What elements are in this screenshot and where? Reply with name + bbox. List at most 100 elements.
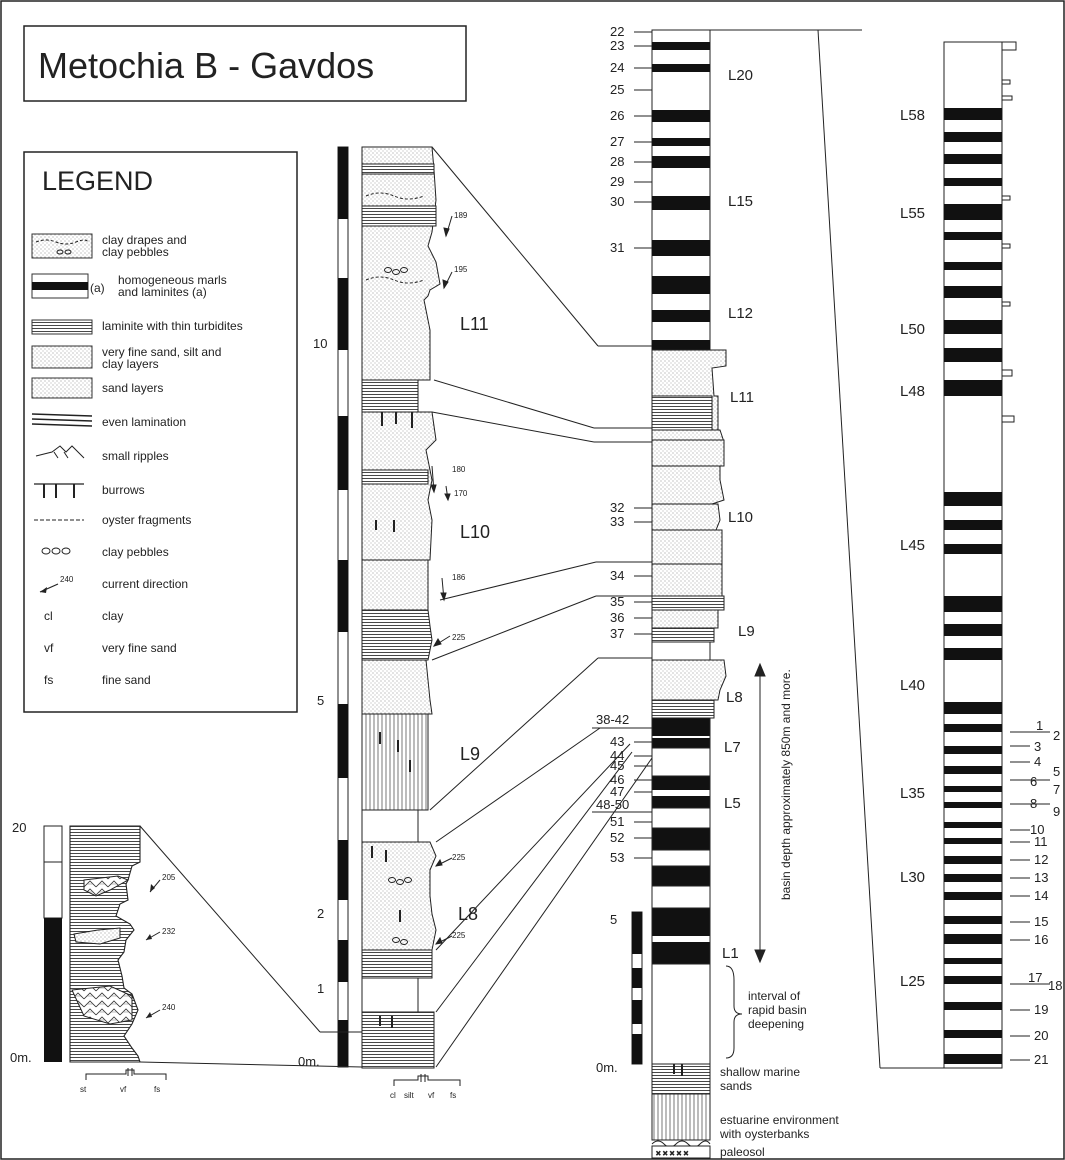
col2-layer-L8: L8 (458, 904, 478, 924)
facies-estuarine-1: estuarine environment (720, 1113, 839, 1127)
col4-num-17: 17 (1028, 970, 1042, 985)
col3-layer-L10: L10 (728, 509, 753, 526)
legend-label-oyster: oyster fragments (102, 513, 191, 527)
col2-current-186: 186 (452, 573, 466, 582)
col1-scale-white2 (43, 861, 63, 919)
col4-layer-L40: L40 (900, 677, 925, 694)
col2-scale-5: 5 (317, 693, 324, 708)
legend-label-clay: clay (102, 609, 123, 623)
col3-num-36: 36 (610, 610, 624, 625)
col4-protrusions (1001, 41, 1017, 423)
col3-layer-L9: L9 (738, 623, 755, 640)
col4-num-6: 6 (1030, 774, 1037, 789)
col3-layer-L1: L1 (722, 945, 739, 962)
col4-layer-L25: L25 (900, 973, 925, 990)
col3-scale-0m: 0m. (596, 1060, 618, 1075)
col4-layer-L35: L35 (900, 785, 925, 802)
col3-sand-section (651, 349, 727, 719)
legend-swatch-even-lamination (31, 413, 93, 427)
connectors-3-4 (652, 29, 944, 1069)
col3-numbers: 22 23 24 25 26 27 28 29 30 31 32 33 34 3… (596, 24, 629, 865)
col1-grain-st: st (80, 1085, 87, 1094)
col4-num-14: 14 (1034, 888, 1048, 903)
col4-layer-L55: L55 (900, 205, 925, 222)
col3-num-26: 26 (610, 108, 624, 123)
col4-layer-L30: L30 (900, 869, 925, 886)
facies-shallow-1: shallow marine (720, 1065, 800, 1079)
legend-swatch-laminite (31, 319, 93, 335)
col4-layer-L50: L50 (900, 321, 925, 338)
legend-prefix-a: (a) (90, 281, 105, 295)
col2-current-170: 170 (454, 489, 468, 498)
col3-num-25: 25 (610, 82, 624, 97)
col4-layer-L58: L58 (900, 107, 925, 124)
col4-num-4: 4 (1034, 754, 1041, 769)
col3-num-38-42: 38-42 (596, 712, 629, 727)
col4-sapropels (944, 108, 1002, 1064)
col3-layer-L7: L7 (724, 739, 741, 756)
deepening-brace (725, 965, 743, 1059)
col4-num-21: 21 (1034, 1052, 1048, 1067)
page-title: Metochia B - Gavdos (38, 45, 374, 86)
col4-ticks (1010, 731, 1050, 1061)
col3-layer-L15: L15 (728, 193, 753, 210)
legend-label-laminite: laminite with thin turbidites (102, 319, 243, 333)
deepening-note-2: rapid basin (748, 1003, 807, 1017)
deepening-note-1: interval of (748, 989, 801, 1003)
legend-label-fs: fine sand (102, 673, 151, 687)
col3-num-33: 33 (610, 514, 624, 529)
col2-layer-L10: L10 (460, 522, 490, 542)
col3-layer-L8: L8 (726, 689, 743, 706)
col3-num-37: 37 (610, 626, 624, 641)
col3-num-28: 28 (610, 154, 624, 169)
col3-black-bands (652, 42, 710, 964)
legend-swatch-clay-drapes (31, 233, 93, 259)
col4-num-20: 20 (1034, 1028, 1048, 1043)
col3-marl-upper (651, 29, 711, 351)
col3-num-27: 27 (610, 134, 624, 149)
legend-label-even-lamination: even lamination (102, 415, 186, 429)
col3-layer-L5: L5 (724, 795, 741, 812)
col2-burrows (371, 412, 413, 1028)
col1-grain-axis: st vf fs (80, 1068, 167, 1094)
col3-num-47: 47 (610, 784, 624, 799)
legend-swatch-current: 240 (39, 575, 74, 593)
col3-num-51: 51 (610, 814, 624, 829)
col1-scale-0m: 0m. (10, 1050, 32, 1065)
col4-num-7: 7 (1053, 782, 1060, 797)
col2-layer-L9: L9 (460, 744, 480, 764)
col1-lithology (69, 825, 141, 1063)
col1-ripples-1 (83, 875, 130, 897)
col3-layers: L20 L15 L12 L11 L10 L9 L8 L7 L5 L1 (722, 67, 755, 962)
legend-label-burrows: burrows (102, 483, 145, 497)
column-2: 10 5 2 1 0m. (298, 146, 490, 1100)
col2-current-225b: 225 (452, 853, 466, 862)
col4-num-1: 1 (1036, 718, 1043, 733)
col2-current-180: 180 (452, 465, 466, 474)
col4-layer-L45: L45 (900, 537, 925, 554)
legend-swatch-marls (31, 273, 89, 299)
col3-ticks (592, 31, 652, 859)
col3-num-34: 34 (610, 568, 624, 583)
col4-num-16: 16 (1034, 932, 1048, 947)
facies-paleosol: paleosol (720, 1145, 765, 1159)
col3-num-32: 32 (610, 500, 624, 515)
col4-num-11: 11 (1034, 834, 1048, 849)
col2-grain-vf: vf (428, 1091, 435, 1100)
legend: LEGEND clay drapes and clay pebbles (a) … (23, 151, 298, 713)
col3-layer-L12: L12 (728, 305, 753, 322)
col1-current-232: 232 (162, 927, 176, 936)
col1-sand (73, 927, 121, 945)
col4-column (943, 41, 1003, 1069)
col2-pebbles (384, 267, 412, 945)
col4-num-10: 10 (1030, 822, 1044, 837)
svg-text:× × × × ×: × × × × × (656, 1149, 689, 1158)
col2-grain-cl: cl (390, 1091, 396, 1100)
col4-num-18: 18 (1048, 978, 1062, 993)
column-4: L58 L55 L50 L48 L45 L40 L35 L30 L25 (900, 41, 1062, 1069)
col4-num-19: 19 (1034, 1002, 1048, 1017)
col3-num-52: 52 (610, 830, 624, 845)
legend-label-vf: very fine sand (102, 641, 177, 655)
col1-grain-vf: vf (120, 1085, 127, 1094)
